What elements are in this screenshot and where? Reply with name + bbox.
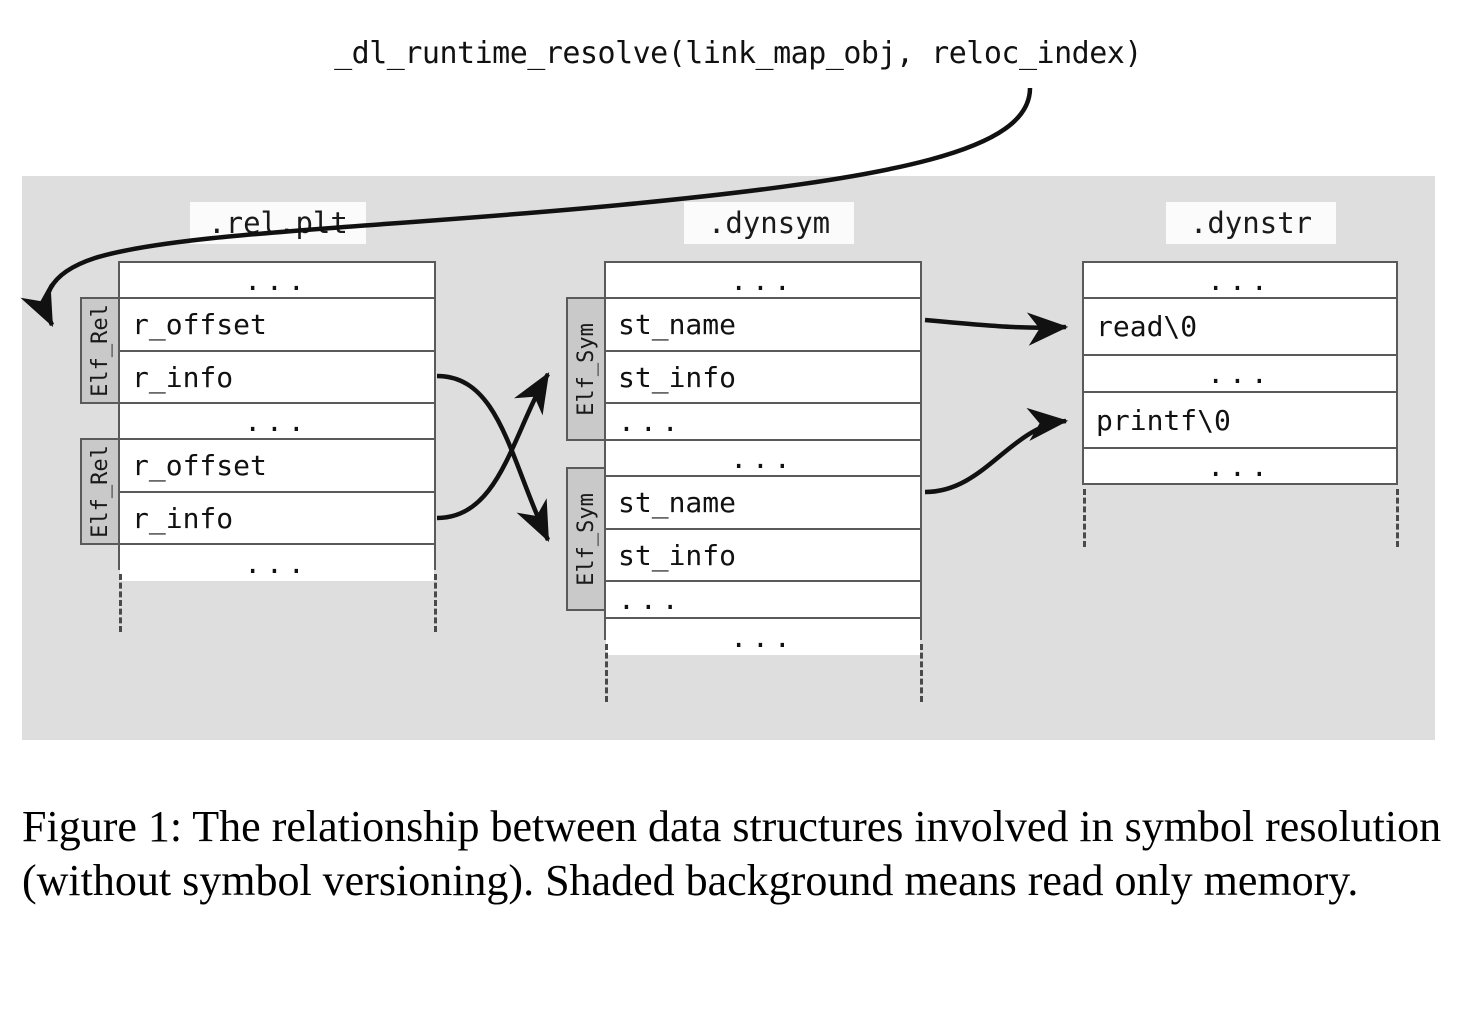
dash-rail-dynsym-left	[605, 644, 608, 702]
section-label-dynstr: .dynstr	[1166, 202, 1336, 244]
section-label-dynsym: .dynsym	[684, 202, 854, 244]
table-row: r_info	[120, 352, 434, 404]
table-row: r_info	[120, 493, 434, 545]
dash-rail-dynsym-right	[920, 644, 923, 702]
table-row: ...	[120, 263, 434, 299]
table-row: st_name	[606, 477, 920, 530]
struct-tab-label: Elf_Sym	[573, 492, 599, 586]
table-row: ...	[120, 404, 434, 440]
table-row: st_info	[606, 530, 920, 582]
table-dynsym: ... st_name st_info ... ... st_name st_i…	[604, 261, 922, 655]
section-label-rel-plt: .rel.plt	[190, 202, 366, 244]
table-row: st_name	[606, 299, 920, 352]
table-dynstr: ... read\0 ... printf\0 ...	[1082, 261, 1398, 485]
table-row: ...	[606, 263, 920, 299]
table-row: ...	[120, 545, 434, 581]
dash-rail-rel-plt-left	[119, 574, 122, 632]
table-row: ...	[606, 582, 920, 619]
table-row: ...	[606, 619, 920, 655]
table-row: read\0	[1084, 299, 1396, 356]
table-row: ...	[1084, 263, 1396, 299]
struct-tab-elf-rel-1: Elf_Rel	[80, 297, 120, 404]
runtime-resolve-call-label: _dl_runtime_resolve(link_map_obj, reloc_…	[334, 36, 1142, 71]
table-row: r_offset	[120, 299, 434, 352]
figure-caption: Figure 1: The relationship between data …	[22, 802, 1442, 905]
table-row: ...	[606, 441, 920, 477]
dash-rail-dynstr-left	[1083, 489, 1086, 547]
dash-rail-rel-plt-right	[434, 574, 437, 632]
dash-rail-dynstr-right	[1396, 489, 1399, 547]
table-row: ...	[606, 404, 920, 441]
table-row: ...	[1084, 356, 1396, 393]
table-row: printf\0	[1084, 393, 1396, 449]
struct-tab-label: Elf_Rel	[87, 304, 113, 397]
table-rel-plt: ... r_offset r_info ... r_offset r_info …	[118, 261, 436, 581]
struct-tab-elf-sym-2: Elf_Sym	[566, 467, 606, 611]
struct-tab-label: Elf_Rel	[87, 445, 113, 538]
table-row: ...	[1084, 449, 1396, 483]
table-row: st_info	[606, 352, 920, 404]
struct-tab-elf-rel-2: Elf_Rel	[80, 438, 120, 545]
table-row: r_offset	[120, 440, 434, 493]
struct-tab-label: Elf_Sym	[573, 322, 599, 416]
struct-tab-elf-sym-1: Elf_Sym	[566, 297, 606, 441]
